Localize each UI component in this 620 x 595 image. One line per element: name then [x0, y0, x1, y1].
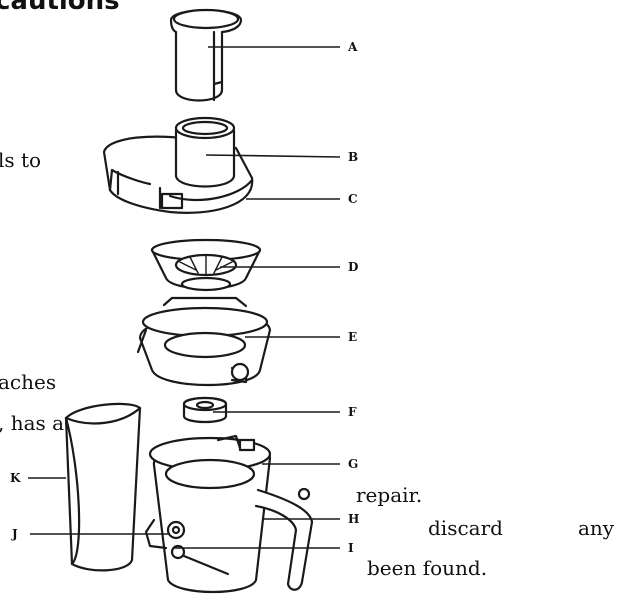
label-f: F — [348, 405, 357, 419]
text-fragment-reaches: aches — [0, 370, 57, 394]
text-fragment-discard: discard — [428, 516, 503, 540]
part-f-seal-ring — [182, 396, 228, 424]
part-g-motor-base — [144, 434, 272, 594]
part-j-switch — [166, 520, 186, 540]
label-c: C — [348, 192, 358, 206]
label-a: A — [348, 40, 358, 54]
text-fragment-any: any — [578, 516, 615, 540]
part-d-filter-basket — [150, 238, 262, 292]
label-i: I — [348, 541, 354, 555]
part-b-feed-tube — [174, 116, 236, 188]
text-fragment-to: ls to — [0, 148, 42, 172]
leader-b — [205, 154, 341, 158]
part-h-handle — [254, 487, 314, 591]
text-fragment-repair: repair. — [356, 483, 423, 507]
part-i-foot — [170, 544, 230, 576]
label-e: E — [348, 330, 358, 344]
label-b: B — [348, 150, 359, 164]
section-heading: cautions — [0, 0, 120, 16]
label-d: D — [348, 260, 359, 274]
label-k: K — [10, 471, 21, 485]
part-k-pulp-container — [64, 402, 142, 572]
text-fragment-been-found: been found. — [367, 556, 488, 580]
label-j: J — [12, 527, 18, 541]
label-g: G — [348, 457, 359, 471]
label-h: H — [348, 512, 360, 526]
part-a-food-pusher — [169, 8, 243, 102]
part-e-juice-collector — [136, 296, 272, 387]
text-fragment-has-a: , has a — [0, 411, 65, 435]
